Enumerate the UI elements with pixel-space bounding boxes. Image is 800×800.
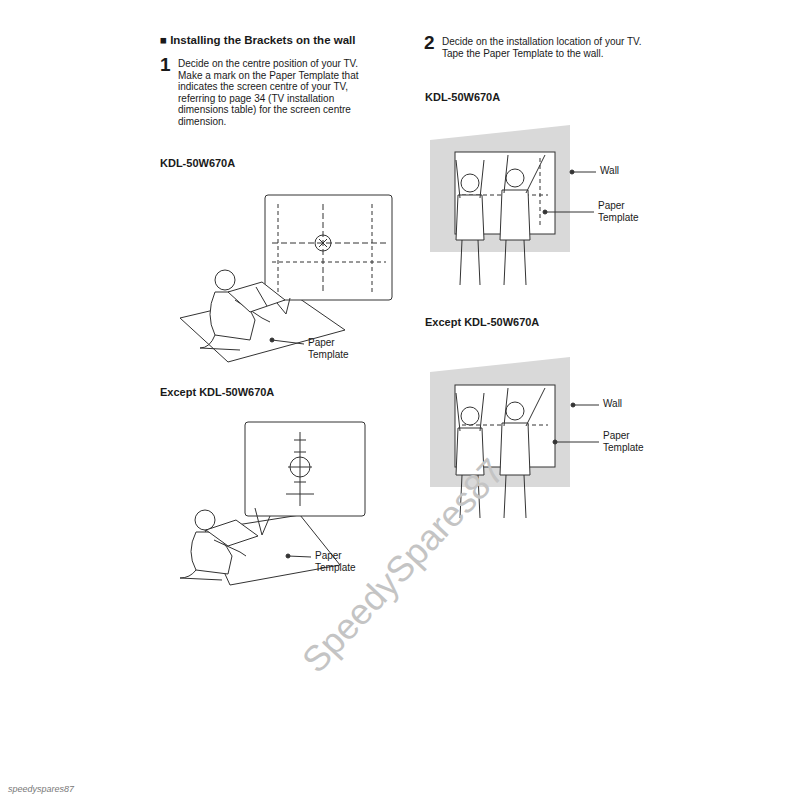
wall xyxy=(430,125,570,252)
step-text: Decide on the centre position of your TV… xyxy=(178,58,374,127)
section-heading: ■ Installing the Brackets on the wall xyxy=(160,34,355,47)
model-heading: Except KDL-50W670A xyxy=(160,386,274,399)
callout-label: Paper Template xyxy=(308,337,360,360)
model-heading: KDL-50W670A xyxy=(160,157,235,170)
callout-label: Paper Template xyxy=(315,550,367,573)
callout-label: Paper Template xyxy=(603,430,655,453)
watermark-footer: speedyspares87 xyxy=(8,784,74,794)
callout-label: Paper Template xyxy=(598,200,650,223)
step-number: 2 xyxy=(424,32,435,54)
step-number: 1 xyxy=(160,54,171,76)
zoom-box xyxy=(245,422,365,516)
model-heading: Except KDL-50W670A xyxy=(425,316,539,329)
zoom-box xyxy=(265,195,392,300)
step-text: Decide on the installation location of y… xyxy=(442,36,657,59)
model-heading: KDL-50W670A xyxy=(425,91,500,104)
callout-label: Wall xyxy=(600,165,619,177)
callout-label: Wall xyxy=(603,398,622,410)
